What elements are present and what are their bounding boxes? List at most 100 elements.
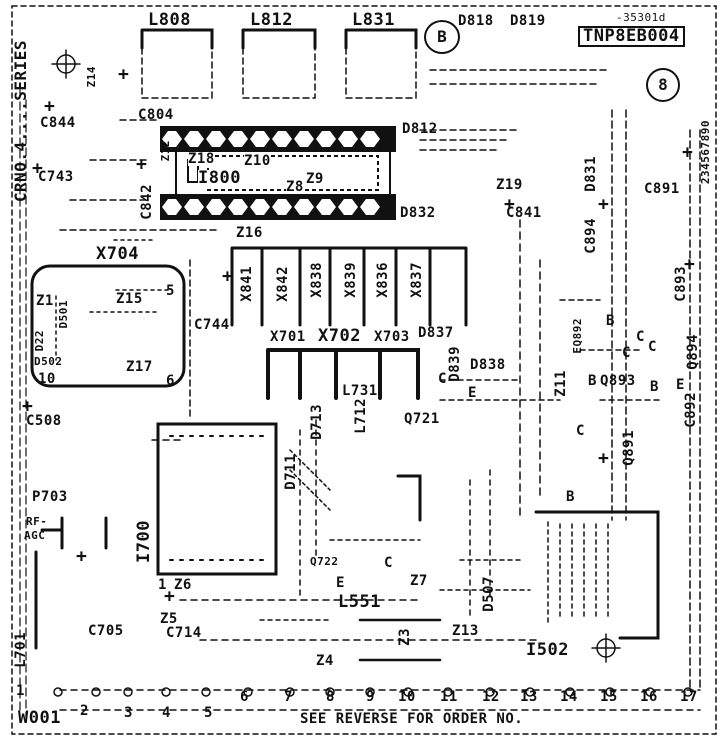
pin-number-3: 3 bbox=[124, 705, 133, 721]
label-c3: C bbox=[648, 339, 657, 355]
board-outline bbox=[11, 5, 717, 735]
label-z7: Z7 bbox=[410, 573, 428, 589]
label-c844: C844 bbox=[40, 115, 76, 131]
pin-number-7: 7 bbox=[284, 689, 293, 705]
label-e1: E bbox=[676, 377, 685, 393]
coil-outline-dashed bbox=[141, 47, 417, 99]
polarity-plus-icon: + bbox=[44, 96, 55, 117]
label-x838: X838 bbox=[309, 262, 325, 298]
label-d838: D838 bbox=[470, 357, 506, 373]
label-l731: L731 bbox=[342, 383, 378, 399]
label-l712: L712 bbox=[353, 398, 369, 434]
label-e3: E bbox=[336, 575, 345, 591]
label-d812: D812 bbox=[402, 121, 438, 137]
polarity-plus-icon: + bbox=[22, 396, 33, 417]
pin-number-13: 13 bbox=[520, 689, 538, 705]
label-x841: X841 bbox=[239, 266, 255, 302]
polarity-plus-icon: + bbox=[164, 586, 175, 607]
label-z13: Z13 bbox=[452, 623, 479, 639]
polarity-plus-icon: + bbox=[76, 546, 87, 567]
label-x839: X839 bbox=[343, 262, 359, 298]
label-c894: C894 bbox=[583, 218, 599, 254]
label-c1: C bbox=[438, 371, 447, 387]
label-z11: Z11 bbox=[553, 370, 569, 397]
label-d831: D831 bbox=[583, 156, 599, 192]
label-q891: Q891 bbox=[621, 430, 637, 466]
polarity-plus-icon: + bbox=[32, 158, 43, 179]
pin-number-6: 6 bbox=[240, 689, 249, 705]
label-z3: Z3 bbox=[397, 628, 413, 646]
label-i502: I502 bbox=[526, 640, 569, 660]
label-d819: D819 bbox=[510, 13, 546, 29]
label-c4: C bbox=[622, 345, 631, 361]
label-d839: D839 bbox=[447, 346, 463, 382]
pin-number-2: 2 bbox=[80, 703, 89, 719]
label-c714: C714 bbox=[166, 625, 202, 641]
label-d711: D711 bbox=[283, 454, 299, 490]
label-z5: Z5 bbox=[160, 611, 178, 627]
coil-l808-outline bbox=[140, 28, 214, 50]
polarity-plus-icon: + bbox=[682, 142, 693, 163]
label-z19: Z19 bbox=[496, 177, 523, 193]
coil-l831-outline bbox=[344, 28, 418, 50]
label-c841: C841 bbox=[506, 205, 542, 221]
label-eq892: EQ892 bbox=[571, 318, 584, 354]
pin-number-15: 15 bbox=[600, 689, 618, 705]
polarity-plus-icon: + bbox=[598, 194, 609, 215]
label-d713: D713 bbox=[309, 404, 325, 440]
label-c804: C804 bbox=[138, 107, 174, 123]
label-d22: D22 bbox=[33, 330, 46, 352]
label-z4: Z4 bbox=[316, 653, 334, 669]
label-d832: D832 bbox=[400, 205, 436, 221]
label-z6: Z6 bbox=[174, 577, 192, 593]
coil-l812-outline bbox=[241, 28, 317, 50]
label-x702: X702 bbox=[318, 326, 361, 346]
circle-mark-8: 8 bbox=[646, 68, 680, 102]
label-l808: L808 bbox=[148, 10, 191, 30]
label-z15: Z15 bbox=[116, 291, 143, 307]
label-d507: D507 bbox=[481, 576, 497, 612]
label-z12: Z12 bbox=[159, 140, 172, 162]
filter-array-outline bbox=[230, 246, 468, 327]
pin-number-4: 4 bbox=[162, 705, 171, 721]
label-l812: L812 bbox=[250, 10, 293, 30]
label-z10: Z10 bbox=[244, 153, 271, 169]
label-x842: X842 bbox=[275, 266, 291, 302]
label-b4: B bbox=[566, 489, 575, 505]
pin-number-12: 12 bbox=[482, 689, 500, 705]
transistor-q721-outline bbox=[396, 474, 422, 522]
ground-pad-w001: W001 bbox=[18, 708, 61, 728]
pin-number-1: 1 bbox=[16, 683, 25, 699]
label-pin-10: 10 bbox=[38, 371, 56, 387]
label-b2: B bbox=[650, 379, 659, 395]
label-z8: Z8 bbox=[286, 179, 304, 195]
pin-number-10: 10 bbox=[398, 689, 416, 705]
label-x701: X701 bbox=[270, 329, 306, 345]
label-d501: D501 bbox=[57, 300, 70, 329]
series-label: CRNO.4....SERIES bbox=[11, 40, 30, 203]
label-d502: D502 bbox=[34, 355, 63, 368]
pin-number-8: 8 bbox=[326, 689, 335, 705]
label-z16: Z16 bbox=[236, 225, 263, 241]
label-x837: X837 bbox=[409, 262, 425, 298]
label-rf: RF- bbox=[26, 515, 48, 528]
label-c6: C bbox=[384, 555, 393, 571]
label-z9: Z9 bbox=[306, 171, 324, 187]
connector-pads bbox=[53, 687, 693, 697]
label-c743: C743 bbox=[38, 169, 74, 185]
vertical-code: 234567890 bbox=[699, 120, 712, 185]
polarity-plus-icon: + bbox=[136, 154, 147, 175]
label-c891: C891 bbox=[644, 181, 680, 197]
pin-number-11: 11 bbox=[440, 689, 458, 705]
label-i700: I700 bbox=[134, 520, 154, 563]
label-d818: D818 bbox=[458, 13, 494, 29]
label-e2: E bbox=[468, 385, 477, 401]
label-d837: D837 bbox=[418, 325, 454, 341]
label-c892: C892 bbox=[683, 392, 699, 428]
registration-mark-bottom-right bbox=[591, 633, 621, 663]
pin-number-14: 14 bbox=[560, 689, 578, 705]
label-b1: B bbox=[606, 313, 615, 329]
label-z14: Z14 bbox=[85, 66, 98, 88]
circle-mark-b: B bbox=[424, 20, 460, 54]
